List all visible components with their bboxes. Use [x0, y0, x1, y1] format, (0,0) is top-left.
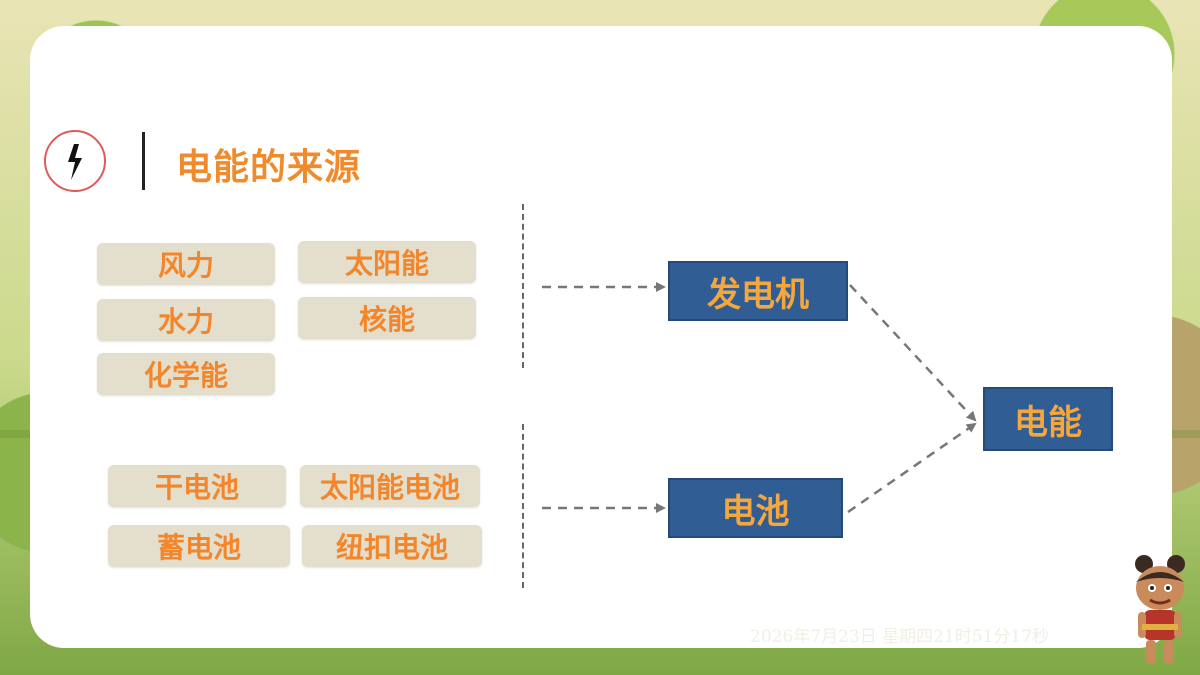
separator-top: [522, 204, 524, 368]
chip-chemical: 化学能: [97, 353, 275, 395]
chip-solar: 太阳能: [298, 241, 476, 283]
arrow-battery-to-result: [847, 422, 977, 514]
chip-solar-battery: 太阳能电池: [300, 465, 480, 507]
chip-wind: 风力: [97, 243, 275, 285]
timestamp: 2026年7月23日 星期四21时51分17秒: [750, 627, 1050, 647]
battery-box: 电池: [668, 478, 843, 538]
chip-dry-battery: 干电池: [108, 465, 286, 507]
electric-energy-box: 电能: [983, 387, 1113, 451]
cartoon-character-icon: [1135, 555, 1185, 664]
chip-nuclear: 核能: [298, 297, 476, 339]
chip-water: 水力: [97, 299, 275, 341]
page-title: 电能的来源: [176, 147, 362, 188]
chip-button-battery: 纽扣电池: [302, 525, 482, 567]
separator-bottom: [522, 424, 524, 588]
arrow-generator-to-result: [849, 284, 977, 422]
generator-box: 发电机: [668, 261, 848, 321]
lightning-bolt-icon: [44, 130, 106, 192]
chip-storage-battery: 蓄电池: [108, 525, 290, 567]
title-divider: [142, 132, 145, 190]
